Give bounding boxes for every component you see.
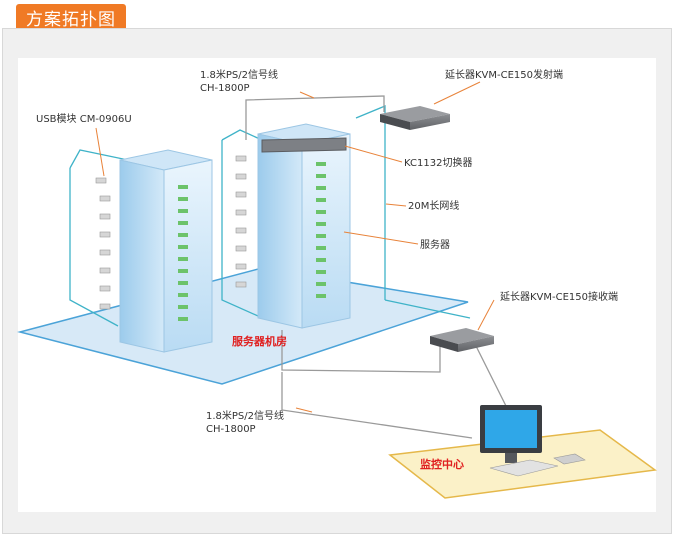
receiver-label: 延长器KVM-CE150接收端 xyxy=(500,290,618,303)
left-server-rack xyxy=(119,149,213,353)
signal-cable-top-label-1: 1.8米PS/2信号线 xyxy=(200,68,278,81)
left-rack-units xyxy=(178,185,188,321)
network-lines xyxy=(69,105,471,327)
monitor-workstation xyxy=(480,405,586,477)
signal-cable-top-label-2: CH-1800P xyxy=(200,83,250,94)
callout-leaders xyxy=(95,81,495,413)
signal-cable-bottom-label-1: 1.8米PS/2信号线 xyxy=(206,409,284,422)
right-rack-units xyxy=(316,162,326,298)
usb-module-label: USB模块 CM-0906U xyxy=(36,113,132,125)
kvm-transmitter-device xyxy=(380,106,450,130)
server-room-label: 服务器机房 xyxy=(232,334,287,348)
usb-modules xyxy=(95,155,247,310)
cable-label: 20M长网线 xyxy=(408,199,459,212)
switch-label: KC1132切换器 xyxy=(404,156,472,169)
signal-cable-bottom-label-2: CH-1800P xyxy=(206,424,256,435)
transmitter-label: 延长器KVM-CE150发射端 xyxy=(445,68,563,81)
right-server-rack xyxy=(257,123,351,329)
monitor-center-label: 监控中心 xyxy=(420,457,464,471)
server-label: 服务器 xyxy=(420,238,450,251)
kvm-receiver-device xyxy=(430,328,494,352)
